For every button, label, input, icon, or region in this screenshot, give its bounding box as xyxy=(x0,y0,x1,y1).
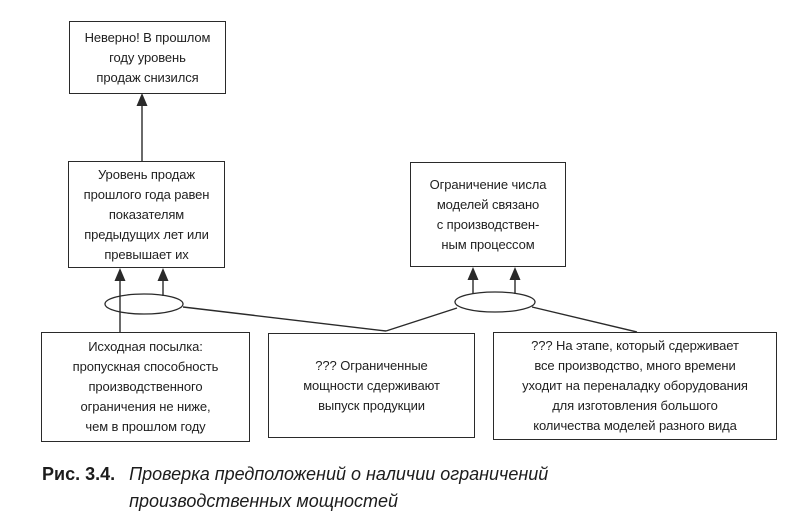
arrowhead-right-junction-b xyxy=(509,267,521,280)
node-changeover-time: ??? На этапе, который сдерживает все про… xyxy=(493,332,777,440)
node-limited-capacity: ??? Ограниченные мощности сдерживают вып… xyxy=(268,333,475,438)
figure-caption-text: Проверка предположений о наличии огранич… xyxy=(129,464,549,511)
figure-caption-label: Рис. 3.4. xyxy=(42,464,116,484)
figure-caption: Рис. 3.4. Проверка предположений о налич… xyxy=(42,461,548,515)
arrowhead-left-junction-b xyxy=(157,268,169,281)
arrowhead-right-junction-a xyxy=(467,267,479,280)
edge-botright-to-right-junction xyxy=(531,306,638,333)
node-conclusion-invalid: Неверно! В прошлом году уровень продаж с… xyxy=(69,21,226,94)
arrowhead-left-junction-a xyxy=(114,268,126,281)
edge-botmid-to-left-junction xyxy=(182,306,387,332)
arrowhead-to-top xyxy=(136,93,148,106)
node-initial-premise: Исходная посылка: пропускная способность… xyxy=(41,332,250,442)
node-model-limit: Ограничение числа моделей связано с прои… xyxy=(410,162,566,267)
and-junction-left-ellipse xyxy=(104,293,184,315)
node-sales-level: Уровень продаж прошлого года равен показ… xyxy=(68,161,225,268)
edge-botmid-to-right-junction xyxy=(385,307,458,332)
and-junction-right-ellipse xyxy=(454,291,536,313)
